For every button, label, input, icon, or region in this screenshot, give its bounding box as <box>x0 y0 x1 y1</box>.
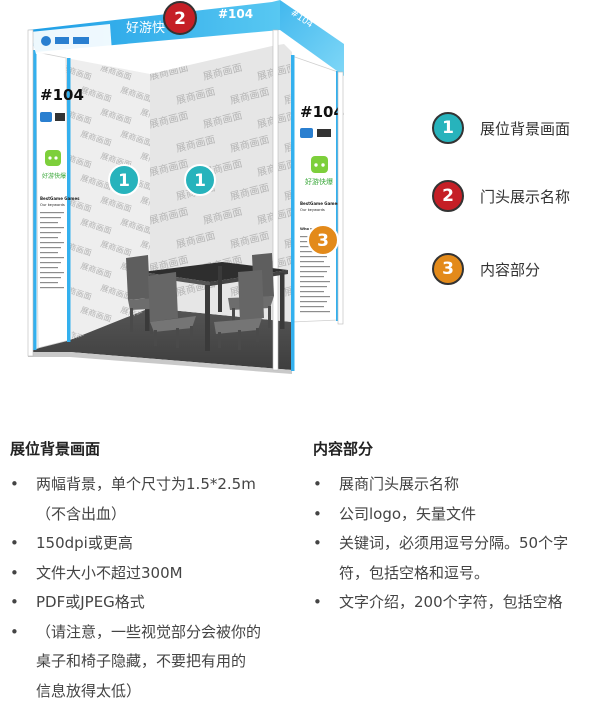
panel-text-line <box>40 277 61 278</box>
marker-2-fascia: 2 <box>164 2 196 34</box>
right-spec-item-continued: 符，包括空格和逗号。 <box>313 559 598 589</box>
panel-text-line <box>40 232 61 233</box>
panel-text-line <box>40 227 64 228</box>
panel-text-line <box>40 257 64 258</box>
left-spec-item: 两幅背景，单个尺寸为1.5*2.5m <box>10 470 290 500</box>
legend-3-badge: 3 <box>432 253 464 285</box>
left-panel-app-label: 好游快爆 <box>42 172 66 180</box>
marker-3-right-panel: 3 <box>308 225 338 255</box>
front-left-post <box>28 30 33 356</box>
panel-text-line <box>300 266 330 267</box>
right-panel-app-icon <box>311 156 328 173</box>
left-spec-item-continued: 桌子和椅子隐藏，不要把有用的 <box>10 647 290 677</box>
panel-text-line <box>40 272 64 273</box>
marker-3-label: 3 <box>317 231 329 251</box>
panel-text-line <box>300 256 327 257</box>
panel-text-line <box>300 291 324 292</box>
left-spec-item: 150dpi或更高 <box>10 529 290 559</box>
panel-text-line <box>40 217 61 218</box>
right-spec-item: 展商门头展示名称 <box>313 470 598 500</box>
panel-text-line <box>300 311 330 312</box>
panel-text-line <box>300 301 327 302</box>
left-spec-item: PDF或JPEG格式 <box>10 588 290 618</box>
panel-text-line <box>40 247 61 248</box>
rear-right-post <box>338 72 343 324</box>
legend-1-badge: 1 <box>432 112 464 144</box>
fascia-booth-number: #104 <box>218 7 253 21</box>
marker-1-left-wall: 1 <box>109 165 139 195</box>
marker-1-back-wall: 1 <box>185 165 215 195</box>
panel-text-line <box>40 287 64 288</box>
marker-2-label: 2 <box>174 9 186 29</box>
front-right-post <box>273 30 278 370</box>
right-spec-list: 展商门头展示名称 公司logo，矢量文件 关键词，必须用逗号分隔。50个字 符，… <box>313 470 598 618</box>
panel-text-line <box>300 281 330 282</box>
panel-text-line <box>40 282 58 283</box>
left-spec-item: 文件大小不超过300M <box>10 559 290 589</box>
panel-text-line <box>300 286 327 287</box>
right-panel-app-label: 好游快爆 <box>305 177 333 186</box>
panel-text-line <box>40 252 58 253</box>
right-spec-item: 公司logo，矢量文件 <box>313 500 598 530</box>
panel-text-line <box>300 261 324 262</box>
left-panel-booth-number: #104 <box>40 86 84 104</box>
marker-1-left-label: 1 <box>118 171 130 191</box>
legend-2-badge: 2 <box>432 180 464 212</box>
fascia-brand: 好游快 <box>126 21 165 36</box>
legend-2-label: 门头展示名称 <box>480 186 570 207</box>
panel-text-line <box>300 306 324 307</box>
panel-text-line <box>40 267 58 268</box>
left-spec-item-continued: 信息放得太低） <box>10 677 290 706</box>
right-spec-column: 内容部分 展商门头展示名称 公司logo，矢量文件 关键词，必须用逗号分隔。50… <box>313 438 598 618</box>
legend-3-label: 内容部分 <box>480 259 540 280</box>
right-spec-title: 内容部分 <box>313 438 598 459</box>
right-panel-keywords-label: Our keywords <box>300 208 325 212</box>
panel-text-line <box>40 262 61 263</box>
panel-text-line <box>40 212 64 213</box>
left-panel-keywords-label: Our keywords <box>40 203 65 207</box>
panel-text-line <box>40 242 64 243</box>
panel-text-line <box>300 276 324 277</box>
panel-text-line <box>40 237 58 238</box>
left-panel-company-title: BestGame Games <box>40 196 80 201</box>
panel-text-line <box>300 296 330 297</box>
right-spec-item: 关键词，必须用逗号分隔。50个字 <box>313 529 598 559</box>
right-spec-item: 文字介绍，200个字符，包括空格 <box>313 588 598 618</box>
panel-text-line <box>300 271 327 272</box>
left-spec-list: 两幅背景，单个尺寸为1.5*2.5m （不含出血） 150dpi或更高 文件大小… <box>10 470 290 706</box>
left-spec-item-continued: （不含出血） <box>10 500 290 530</box>
left-spec-title: 展位背景画面 <box>10 438 290 459</box>
left-panel-app-icon <box>45 150 61 166</box>
right-panel-booth-number: #104 <box>300 103 344 121</box>
panel-text-line <box>40 222 58 223</box>
marker-1-back-label: 1 <box>194 171 206 191</box>
left-spec-item: （请注意，一些视觉部分会被你的 <box>10 618 290 648</box>
left-spec-column: 展位背景画面 两幅背景，单个尺寸为1.5*2.5m （不含出血） 150dpi或… <box>10 438 290 706</box>
right-panel-company-title: BestGame Games <box>300 201 340 206</box>
legend-1-label: 展位背景画面 <box>480 118 570 139</box>
